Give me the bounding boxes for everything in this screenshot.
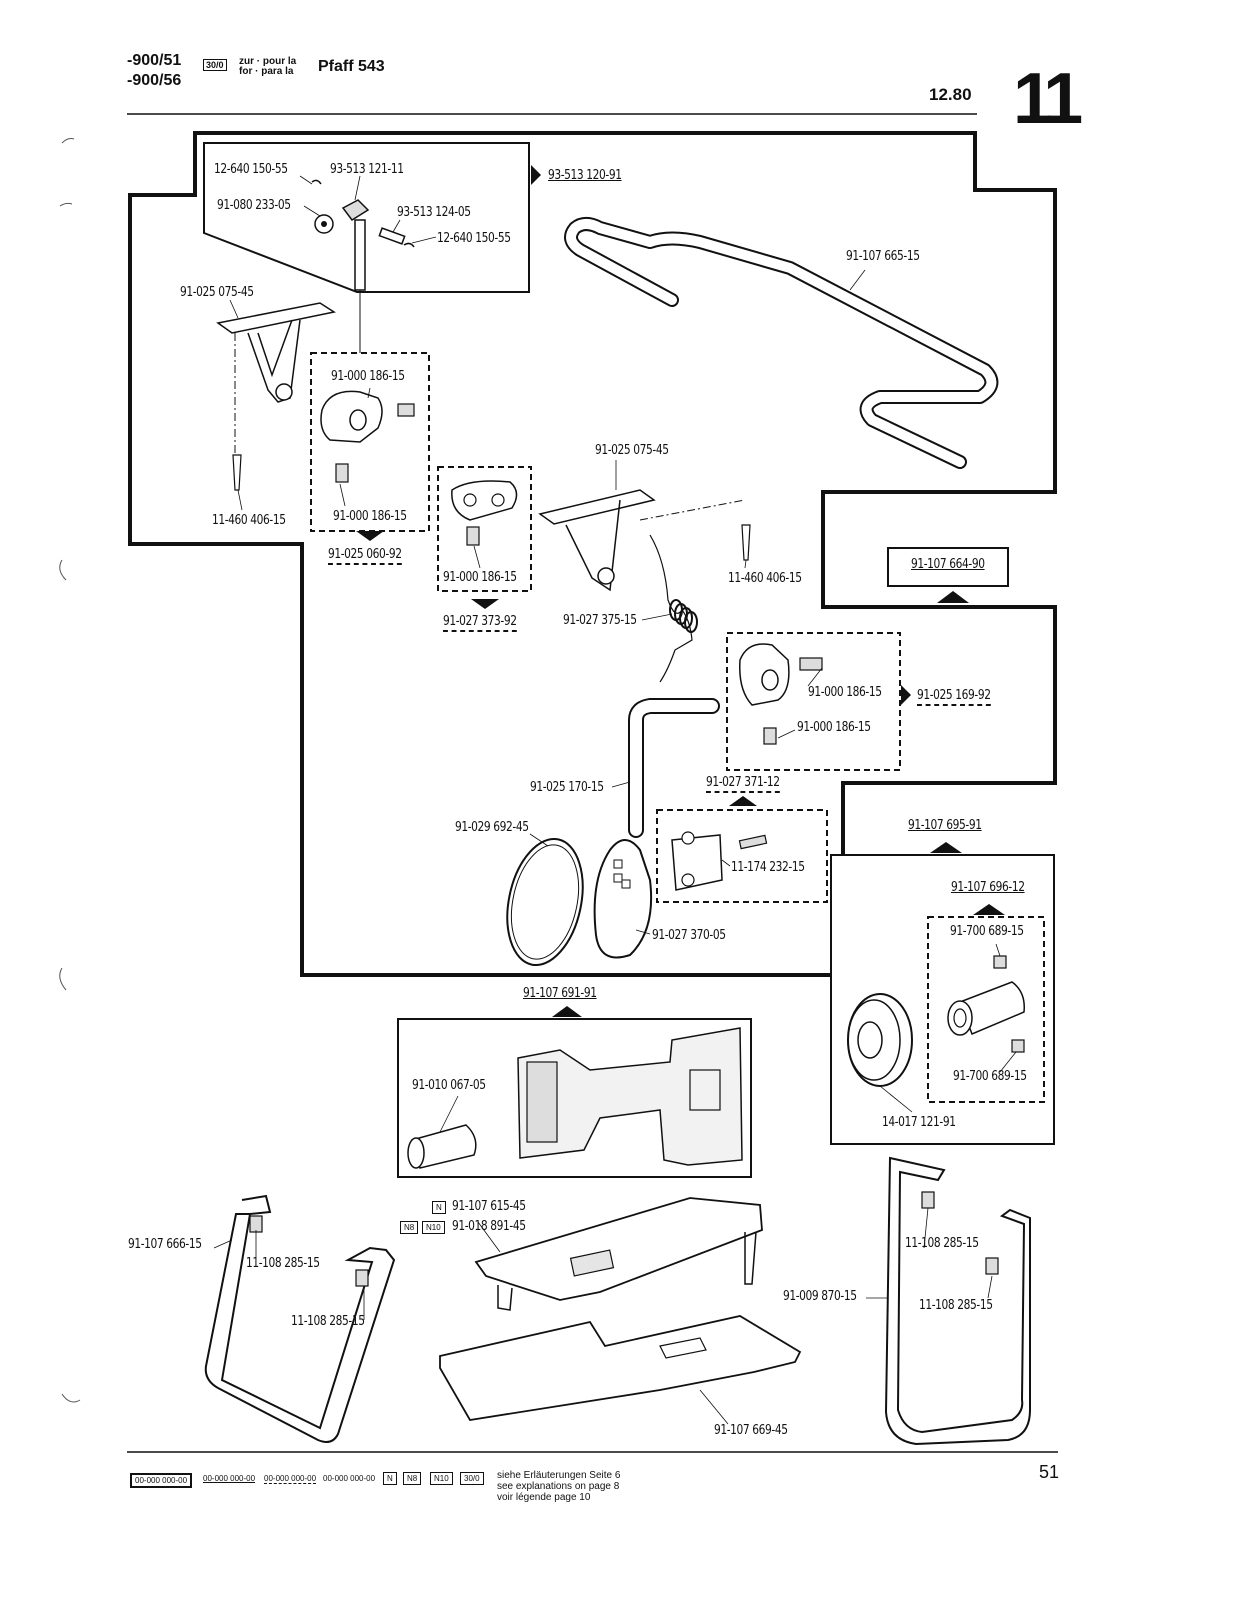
header-machine: Pfaff 543 — [318, 58, 385, 75]
part-label: 93-513 124-05 — [397, 205, 471, 220]
part-label-assembly: 91-025 060-92 — [328, 547, 402, 565]
part-label-assembly: 91-107 691-91 — [523, 986, 597, 1001]
part-label: 11-460 406-15 — [212, 513, 286, 528]
part-label: 91-010 067-05 — [412, 1078, 486, 1093]
part-label: 91-025 075-45 — [180, 285, 254, 300]
part-label-assembly: 91-107 664-90 — [911, 557, 985, 572]
part-label: 91-000 186-15 — [333, 509, 407, 524]
part-label: 12-640 150-55 — [214, 162, 288, 177]
part-label: 11-108 285-15 — [246, 1256, 320, 1271]
part-label: 91-107 665-15 — [846, 249, 920, 264]
header-for-text-2: for · para la — [239, 66, 294, 77]
legend-sample-4: 00-000 000-00 — [323, 1474, 376, 1483]
legend-tag-n10: N10 — [430, 1472, 453, 1485]
part-label-assembly: 91-107 695-91 — [908, 818, 982, 833]
part-label: 91-027 375-15 — [563, 613, 637, 628]
part-label: 11-108 285-15 — [919, 1298, 993, 1313]
header-model-line-2: -900/56 — [127, 72, 182, 89]
part-label: 93-513 121-11 — [330, 162, 404, 177]
part-label: 11-108 285-15 — [905, 1236, 979, 1251]
legend-sample-3: 00-000 000-00 — [264, 1474, 317, 1484]
part-label: 91-000 186-15 — [797, 720, 871, 735]
part-label-assembly: 91-027 373-92 — [443, 614, 517, 632]
part-label: 91-025 170-15 — [530, 780, 604, 795]
part-label: 91-080 233-05 — [217, 198, 291, 213]
part-label: 91-700 689-15 — [950, 924, 1024, 939]
part-label: 11-174 232-15 — [731, 860, 805, 875]
part-label: 91-107 666-15 — [128, 1237, 202, 1252]
part-label-assembly: 91-025 169-92 — [917, 688, 991, 706]
inset-box-top-left — [203, 142, 530, 293]
header-date: 12.80 — [929, 85, 972, 104]
header-for-text-1: zur · pour la — [239, 56, 297, 67]
tag-n8: N8 — [400, 1221, 419, 1234]
part-label: 91-700 689-15 — [953, 1069, 1027, 1084]
part-label: 11-108 285-15 — [291, 1314, 365, 1329]
part-label-assembly: 91-027 371-12 — [706, 775, 780, 793]
part-label: 91-107 615-45 — [452, 1199, 526, 1214]
part-label: 12-640 150-55 — [437, 231, 511, 246]
tag-n: N — [432, 1201, 446, 1214]
legend-sample-2: 00-000 000-00 — [203, 1474, 256, 1483]
part-label: 91-029 692-45 — [455, 820, 529, 835]
part-label: 91-000 186-15 — [808, 685, 882, 700]
legend-tag-n8: N8 — [403, 1472, 422, 1485]
page-number: 51 — [1039, 1462, 1060, 1482]
part-label: 91-027 370-05 — [652, 928, 726, 943]
page-group-number: 11 — [1013, 59, 1083, 139]
legend-tag-n: N — [383, 1472, 397, 1485]
main-group-outline — [128, 131, 1057, 977]
part-label: 11-460 406-15 — [728, 571, 802, 586]
tag-n10: N10 — [422, 1221, 445, 1234]
part-label: 91-000 186-15 — [331, 369, 405, 384]
header-model-line-1: -900/51 — [127, 52, 182, 69]
footer-note-fr: voir légende page 10 — [497, 1492, 591, 1503]
part-label: 91-018 891-45 — [452, 1219, 526, 1234]
part-label: 91-000 186-15 — [443, 570, 517, 585]
footer-note-de: siehe Erläuterungen Seite 6 — [497, 1470, 621, 1481]
part-label: 91-107 669-45 — [714, 1423, 788, 1438]
legend-tag-300: 30/0 — [460, 1472, 484, 1485]
legend-sample-1: 00-000 000-00 — [130, 1473, 193, 1488]
part-label-assembly: 93-513 120-91 — [548, 168, 622, 183]
part-label: 91-025 075-45 — [595, 443, 669, 458]
footer-note-en: see explanations on page 8 — [497, 1481, 620, 1492]
part-label: 14-017 121-91 — [882, 1115, 956, 1130]
part-label: 91-009 870-15 — [783, 1289, 857, 1304]
part-label-assembly: 91-107 696-12 — [951, 880, 1025, 895]
header-badge: 30/0 — [203, 59, 227, 71]
